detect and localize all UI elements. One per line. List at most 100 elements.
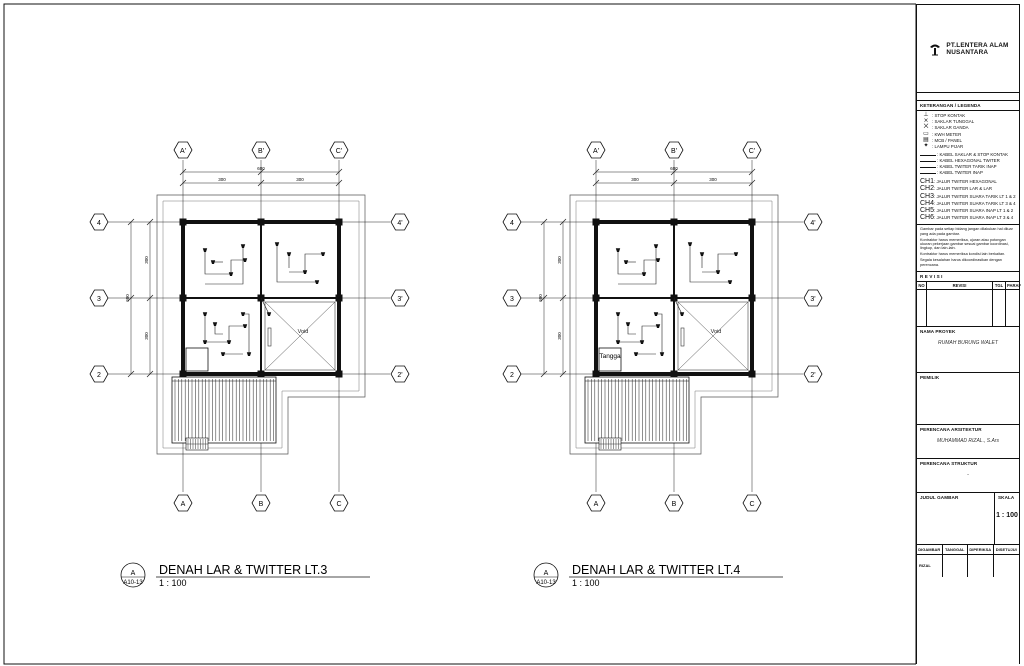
plan-scale: 1 : 100 xyxy=(159,578,187,588)
grid-bubble xyxy=(173,141,193,159)
grid-label: 4' xyxy=(397,220,402,227)
grid-bubble xyxy=(390,213,410,231)
grid-bubble xyxy=(89,289,109,307)
site-outline-inner xyxy=(575,200,773,449)
cable-legend-item: : KABEL TWITER INAP xyxy=(920,170,1016,175)
twitter-speaker-icon xyxy=(653,244,659,248)
dimension-tick xyxy=(592,168,600,176)
twitter-speaker-icon xyxy=(687,242,693,246)
grid-bubble xyxy=(502,289,522,307)
channel-item: CH4: JALUR TWITER SUARA TARIK LT 3 & 4 xyxy=(920,200,1016,207)
channel-item: CH2: JALUR TWITER LAR & LAR xyxy=(920,185,1016,193)
void-label: Void xyxy=(298,329,309,335)
saklar-ganda-icon: ⨉ xyxy=(923,124,929,131)
cable-legend-item: : KABEL HEXAGONAL TWITER xyxy=(920,158,1016,163)
twitter-wire xyxy=(656,313,663,354)
column xyxy=(179,370,187,378)
grid-label: 3 xyxy=(510,296,514,303)
architect-label: PERENCANA ARSITEKTUR xyxy=(920,426,982,432)
title-tag-circle xyxy=(533,562,559,588)
twitter-speaker-icon xyxy=(220,352,226,356)
grid-bubble xyxy=(803,365,823,383)
twitter-speaker-icon xyxy=(274,242,280,246)
structure-value: - xyxy=(967,471,969,478)
grid-bubble xyxy=(502,365,522,383)
stair-label: Tangga xyxy=(599,353,621,360)
plan-scale: 1 : 100 xyxy=(572,578,600,588)
cable-line-icon xyxy=(920,160,936,162)
twitter-speaker-icon xyxy=(202,312,208,316)
dimension-text: 600 xyxy=(125,294,130,302)
twitter-speaker-icon xyxy=(653,312,659,316)
twitter-speaker-icon xyxy=(202,248,208,252)
dimension-tick xyxy=(670,179,678,187)
company-name-line2: NUSANTARA xyxy=(946,48,989,56)
twitter-speaker-icon xyxy=(615,340,621,344)
twitter-speaker-icon xyxy=(679,312,685,316)
twitter-speaker-icon xyxy=(226,340,232,344)
grid-bubble xyxy=(390,365,410,383)
twitter-speaker-icon xyxy=(625,322,631,326)
structure-section: PERENCANA STRUKTUR - xyxy=(917,459,1019,493)
twitter-wire xyxy=(205,246,244,285)
legend-label: : KWH METER xyxy=(932,131,962,137)
cable-line-icon xyxy=(920,154,936,156)
column xyxy=(257,218,265,226)
grid-bubble xyxy=(173,494,193,512)
grid-label: C' xyxy=(336,148,342,155)
drawing-title-section: JUDUL GAMBAR SKALA 1 : 100 xyxy=(917,492,1019,545)
column xyxy=(335,294,343,302)
grid-label: B' xyxy=(671,148,677,155)
dimension-tick xyxy=(540,294,548,302)
cable-line-icon xyxy=(920,166,936,168)
twitter-speaker-icon xyxy=(242,258,248,262)
channel-code: CH2 xyxy=(920,185,935,193)
twitter-wire xyxy=(204,250,245,275)
grid-label: 2' xyxy=(397,372,402,379)
dimension-tick xyxy=(146,218,154,226)
dimension-tick xyxy=(748,179,756,187)
dimension-tick xyxy=(559,294,567,302)
grid-bubble xyxy=(664,494,684,512)
project-name-label: NAMA PROYEK xyxy=(920,328,956,334)
twitter-speaker-icon xyxy=(733,252,739,256)
twitter-wire xyxy=(243,313,250,354)
plan-title-lt3: A A10-13 DENAH LAR & TWITTER LT.3 1 : 10… xyxy=(120,562,370,588)
stair-roof xyxy=(171,376,277,444)
column xyxy=(670,218,678,226)
signature-col-header: DISETUJUI xyxy=(995,546,1017,552)
dimension-tick xyxy=(257,168,265,176)
legend-label: : LAMPU PIJAR xyxy=(932,143,964,149)
void-cross xyxy=(264,301,336,371)
dimension-tick xyxy=(335,179,343,187)
grid-label: B xyxy=(672,501,677,508)
column xyxy=(335,370,343,378)
grid-label: 2 xyxy=(97,372,101,379)
column xyxy=(592,294,600,302)
twitter-wire xyxy=(617,314,658,343)
dimension-tick xyxy=(540,218,548,226)
twitter-wire xyxy=(627,324,636,335)
twitter-speaker-icon xyxy=(615,248,621,252)
tag-letter: A xyxy=(544,570,549,577)
grid-label: 3' xyxy=(810,296,815,303)
cable-label: : KABEL SAKLAR & STOP KONTAK xyxy=(937,152,1009,158)
column xyxy=(179,218,187,226)
stop-kontak-icon: ⊥ xyxy=(923,112,929,118)
tag-ref: A10-13 xyxy=(123,580,143,586)
twitter-wire xyxy=(276,244,317,283)
legend-item: ▭: KWH METER xyxy=(920,131,1016,138)
twitter-speaker-icon xyxy=(210,260,216,264)
twitter-speaker-icon xyxy=(639,340,645,344)
legend-label: : SAKLAR GANDA xyxy=(932,125,969,131)
twitter-wire xyxy=(618,246,657,285)
legend-list: ⊥: STOP KONTAK⨯: SAKLAR TUNGGAL⨉: SAKLAR… xyxy=(917,111,1019,152)
channel-item: CH5: JALUR TWITER SUARA INAP LT 1 & 2 xyxy=(920,207,1016,214)
project-name-value: RUMAH BURUNG WALET xyxy=(938,339,998,346)
dimension-tick xyxy=(179,179,187,187)
twitter-speaker-icon xyxy=(240,312,246,316)
grid-label: 3' xyxy=(397,296,402,303)
signature-col-header: DIGAMBAR xyxy=(917,544,943,554)
site-outline xyxy=(569,194,779,455)
column xyxy=(592,218,600,226)
